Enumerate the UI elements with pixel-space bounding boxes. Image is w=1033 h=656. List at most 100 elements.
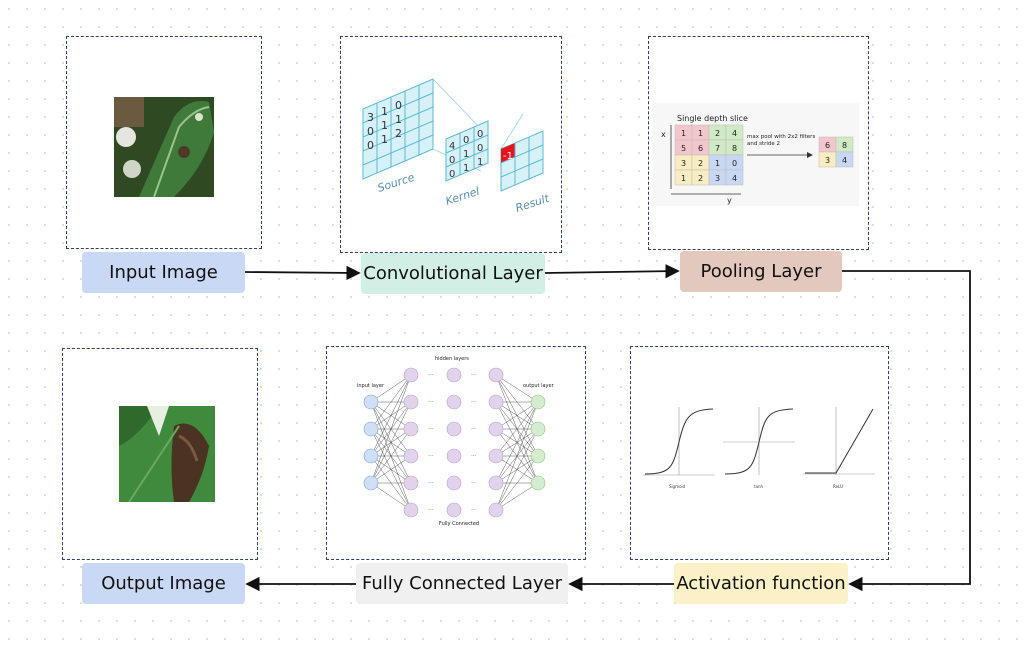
fc-ellipsis: ··· [428,399,434,406]
fc-ellipsis: ··· [428,372,434,379]
source-val-1-1: 1 [381,119,388,132]
input-node [363,394,379,410]
tanh-caption: tanh [754,484,764,489]
source-val-0-0: 3 [367,111,374,124]
result-value: -1 [503,151,513,162]
fc-edge [495,401,539,484]
convolutional-layer-label: Convolutional Layer [361,253,545,294]
source-val-0-1: 1 [381,105,388,118]
pool-cell-0-0: 1 [681,129,686,138]
leaf-output-photo [119,406,215,502]
pooling-layer-label: Pooling Layer [680,251,842,292]
source-val-2-2: 2 [395,127,402,140]
fully-connected-illustration: ···································· hid… [357,356,555,527]
source-val-2-1: 1 [381,133,388,146]
pool-cell-1-2: 7 [715,144,720,153]
activation-function-label: Activation function [674,563,848,604]
sigmoid-caption: Sigmoid [669,484,686,489]
kernel-val-1-2: 0 [477,143,483,154]
hidden-node [446,367,462,383]
hidden-node [488,367,504,383]
pool-title: Single depth slice [677,114,748,123]
hidden-node [446,394,462,410]
hidden-node [488,448,504,464]
input-image-label: Input Image [82,252,245,293]
sigmoid-plot: Sigmoid [643,407,715,489]
fc-edge [370,401,412,484]
pool-y-axis: y [727,196,732,205]
pool-cell-2-1: 2 [698,159,703,168]
pool-result-0-1: 8 [842,141,847,150]
hidden-node [446,448,462,464]
source-val-1-2: 1 [395,113,402,126]
convolution-panel: 3 1 0 0 1 1 0 1 2 4 0 0 0 1 0 0 1 1 [340,36,562,253]
pool-cell-1-0: 5 [681,144,686,153]
fc-ellipsis: ··· [471,399,477,406]
pool-cell-3-2: 3 [715,174,720,183]
fully-connected-layer-label: Fully Connected Layer [356,563,568,604]
pool-result-1-1: 4 [842,156,847,165]
fc-caption: Fully Connected [439,521,479,527]
input-node [363,475,379,491]
fc-ellipsis: ··· [471,480,477,487]
fc-ellipsis: ··· [428,507,434,514]
source-val-1-0: 0 [367,125,374,138]
output-node [530,394,546,410]
hidden-node [403,394,419,410]
fc-edge [495,401,539,511]
pool-x-axis: x [661,130,666,139]
source-val-0-2: 0 [395,99,402,112]
leaf-input-photo [114,97,214,197]
hidden-node [403,421,419,437]
output-image-panel [62,348,258,560]
pool-result-1-0: 3 [825,156,830,165]
fc-ellipsis: ··· [428,426,434,433]
pool-cell-2-2: 1 [715,159,720,168]
fc-ellipsis: ··· [428,480,434,487]
input-image-panel [66,36,262,249]
kernel-val-2-0: 0 [449,169,455,180]
arrow-conv-to-pool [544,263,680,279]
source-grid [362,78,434,180]
arrow-input-to-conv [244,265,361,281]
relu-caption: ReLU [833,484,843,489]
fc-output-label: output layer [523,383,555,389]
pool-cell-2-0: 3 [681,159,686,168]
arrow-pool-to-activation [842,270,971,592]
fc-input-label: input layer [357,383,385,389]
fc-edge [495,401,539,430]
output-node [530,448,546,464]
fc-ellipsis: ··· [471,372,477,379]
pool-caption-2: and stride 2 [747,141,780,147]
pool-cell-0-2: 2 [715,129,720,138]
pool-result-0-0: 6 [825,141,830,150]
hidden-node [488,421,504,437]
pool-cell-3-3: 4 [732,174,737,183]
hidden-node [403,448,419,464]
hidden-node [446,502,462,518]
hidden-node [403,502,419,518]
hidden-node [403,367,419,383]
fully-connected-panel: ···································· hid… [326,346,586,560]
pool-cell-3-0: 1 [681,174,686,183]
fc-ellipsis: ··· [471,453,477,460]
output-image-label: Output Image [82,563,245,604]
fc-edge [495,455,539,511]
pool-cell-1-3: 8 [732,144,737,153]
source-val-2-0: 0 [367,139,374,152]
pooling-illustration: Single depth slice x y 1 1 2 4 5 6 7 8 3… [653,103,859,206]
kernel-val-1-0: 0 [449,155,455,166]
output-node [530,421,546,437]
hidden-node [488,475,504,491]
activation-panel: Sigmoid tanh ReLU [630,346,889,560]
kernel-val-0-2: 0 [477,129,483,140]
fc-edge [370,455,412,484]
convolution-illustration: 3 1 0 0 1 1 0 1 2 4 0 0 0 1 0 0 1 1 [362,78,551,215]
fc-edge [370,482,412,511]
fc-edge [370,428,412,484]
kernel-val-0-1: 0 [463,135,469,146]
input-node [363,448,379,464]
pooling-panel: Single depth slice x y 1 1 2 4 5 6 7 8 3… [648,36,869,250]
kernel-val-2-1: 1 [463,163,469,174]
hidden-node [488,502,504,518]
